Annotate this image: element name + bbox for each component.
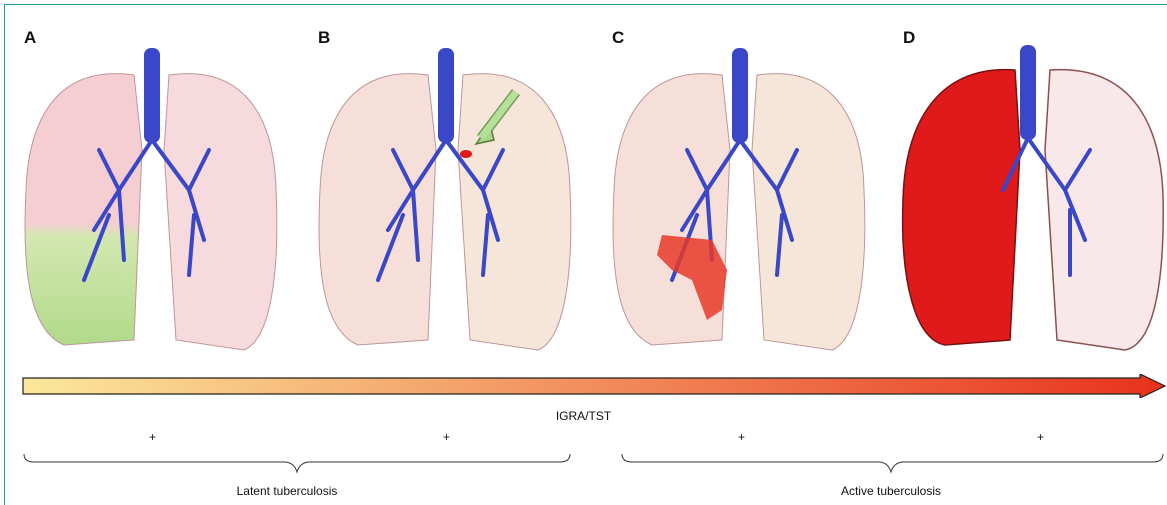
plus-b: + [443, 430, 450, 444]
plus-d: + [1037, 430, 1044, 444]
lung-render-d [885, 40, 1167, 360]
lung-render-a [4, 40, 294, 360]
lung-render-b [298, 40, 588, 360]
latent-brace [22, 452, 572, 474]
frame-top-line [4, 4, 1167, 5]
active-tuberculosis-label: Active tuberculosis [741, 484, 1041, 498]
latent-tuberculosis-label: Latent tuberculosis [137, 484, 437, 498]
plus-c: + [738, 430, 745, 444]
lung-render-c [592, 40, 882, 360]
lesion-spot [460, 150, 472, 158]
plus-a: + [149, 430, 156, 444]
progression-arrow [22, 374, 1167, 398]
active-brace [620, 452, 1165, 474]
axis-label: IGRA/TST [0, 409, 1167, 423]
